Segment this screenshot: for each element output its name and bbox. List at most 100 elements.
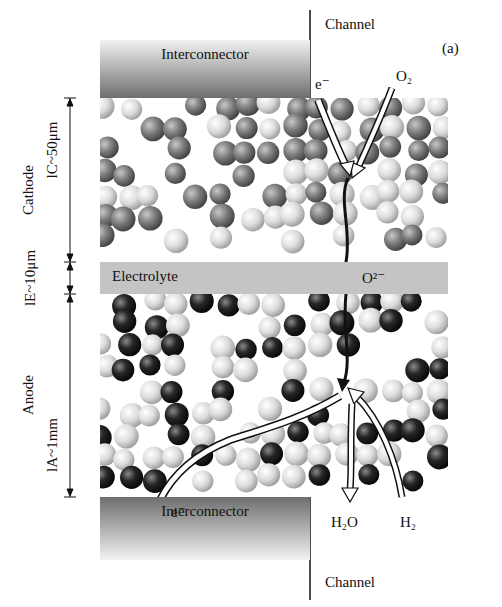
particle <box>284 314 306 336</box>
particle <box>141 116 166 141</box>
particle <box>432 399 448 420</box>
particle <box>309 464 331 486</box>
particle <box>401 418 425 442</box>
particle <box>100 466 115 489</box>
particle <box>118 333 141 356</box>
particle <box>111 207 136 232</box>
particle <box>165 403 189 427</box>
particle <box>407 116 432 141</box>
particle <box>112 359 135 382</box>
particle <box>259 118 280 139</box>
particle <box>237 294 260 315</box>
particle <box>307 444 331 468</box>
particle <box>335 442 359 466</box>
particle <box>379 136 401 158</box>
particle <box>305 98 328 119</box>
particle <box>358 464 379 485</box>
particle <box>183 185 207 209</box>
particle <box>241 208 265 232</box>
particle <box>429 358 448 379</box>
particle <box>236 448 261 473</box>
particle <box>402 98 425 114</box>
particle <box>424 310 448 334</box>
particle <box>257 463 280 486</box>
particle <box>283 113 307 137</box>
particle <box>190 294 214 313</box>
particle <box>260 442 283 465</box>
particle <box>431 336 448 358</box>
particle <box>309 377 333 401</box>
particle <box>284 442 309 467</box>
particle <box>308 294 330 311</box>
particle <box>305 182 326 203</box>
particle <box>191 444 213 466</box>
particle <box>402 224 423 245</box>
dimension-label: lA~1mm <box>44 418 61 472</box>
interconnector-plate: Interconnector <box>100 497 310 560</box>
particle <box>215 444 236 465</box>
particle <box>380 115 404 139</box>
particle <box>168 423 190 445</box>
particle <box>428 160 448 184</box>
particle <box>337 333 360 356</box>
channel-label: Channel <box>325 16 375 33</box>
particle <box>236 98 261 116</box>
particle <box>144 294 166 310</box>
particle <box>427 444 448 469</box>
electron-label: e⁻ <box>315 76 330 93</box>
particle <box>336 140 357 161</box>
particle <box>376 201 398 223</box>
particle <box>161 381 183 403</box>
channel-label: Channel <box>325 574 375 591</box>
particle <box>120 466 143 489</box>
particle <box>427 98 448 116</box>
particle <box>165 163 186 184</box>
particle <box>379 309 402 332</box>
particle <box>282 337 305 360</box>
particle <box>113 165 135 187</box>
particle <box>377 158 401 182</box>
particle <box>287 421 308 442</box>
particle <box>429 137 449 159</box>
particle <box>164 229 189 254</box>
particle <box>161 334 184 357</box>
particle <box>356 423 378 445</box>
particle <box>240 422 261 443</box>
particle <box>426 425 448 447</box>
particle <box>280 202 305 227</box>
particle <box>305 158 329 182</box>
dimension-label: lC~50μm <box>44 122 61 179</box>
particle <box>143 469 167 493</box>
particle <box>283 359 307 383</box>
particle <box>333 201 358 226</box>
gas-label: H₂ <box>400 514 416 531</box>
particle <box>355 141 379 165</box>
particle <box>258 397 282 421</box>
particle <box>162 446 184 468</box>
particle <box>358 98 380 116</box>
particle <box>114 424 139 449</box>
particle <box>259 317 281 339</box>
panel-letter: (a) <box>442 40 459 57</box>
particle <box>283 160 308 185</box>
particle <box>353 378 378 403</box>
particle <box>333 225 355 247</box>
node-label: Electrolyte <box>112 268 178 285</box>
particle <box>166 313 190 337</box>
particle <box>357 444 379 466</box>
particle <box>140 381 164 405</box>
node-label: Interconnector <box>161 46 248 63</box>
particle <box>310 201 334 225</box>
particle <box>168 136 191 159</box>
particle <box>405 358 429 382</box>
particle <box>192 470 213 491</box>
particle <box>329 121 351 143</box>
particle <box>137 185 158 206</box>
particle <box>143 446 166 469</box>
particle <box>100 333 111 354</box>
particle <box>209 398 233 422</box>
particle <box>164 355 185 376</box>
particle <box>212 356 235 379</box>
particle <box>261 294 285 317</box>
particle <box>210 184 231 205</box>
